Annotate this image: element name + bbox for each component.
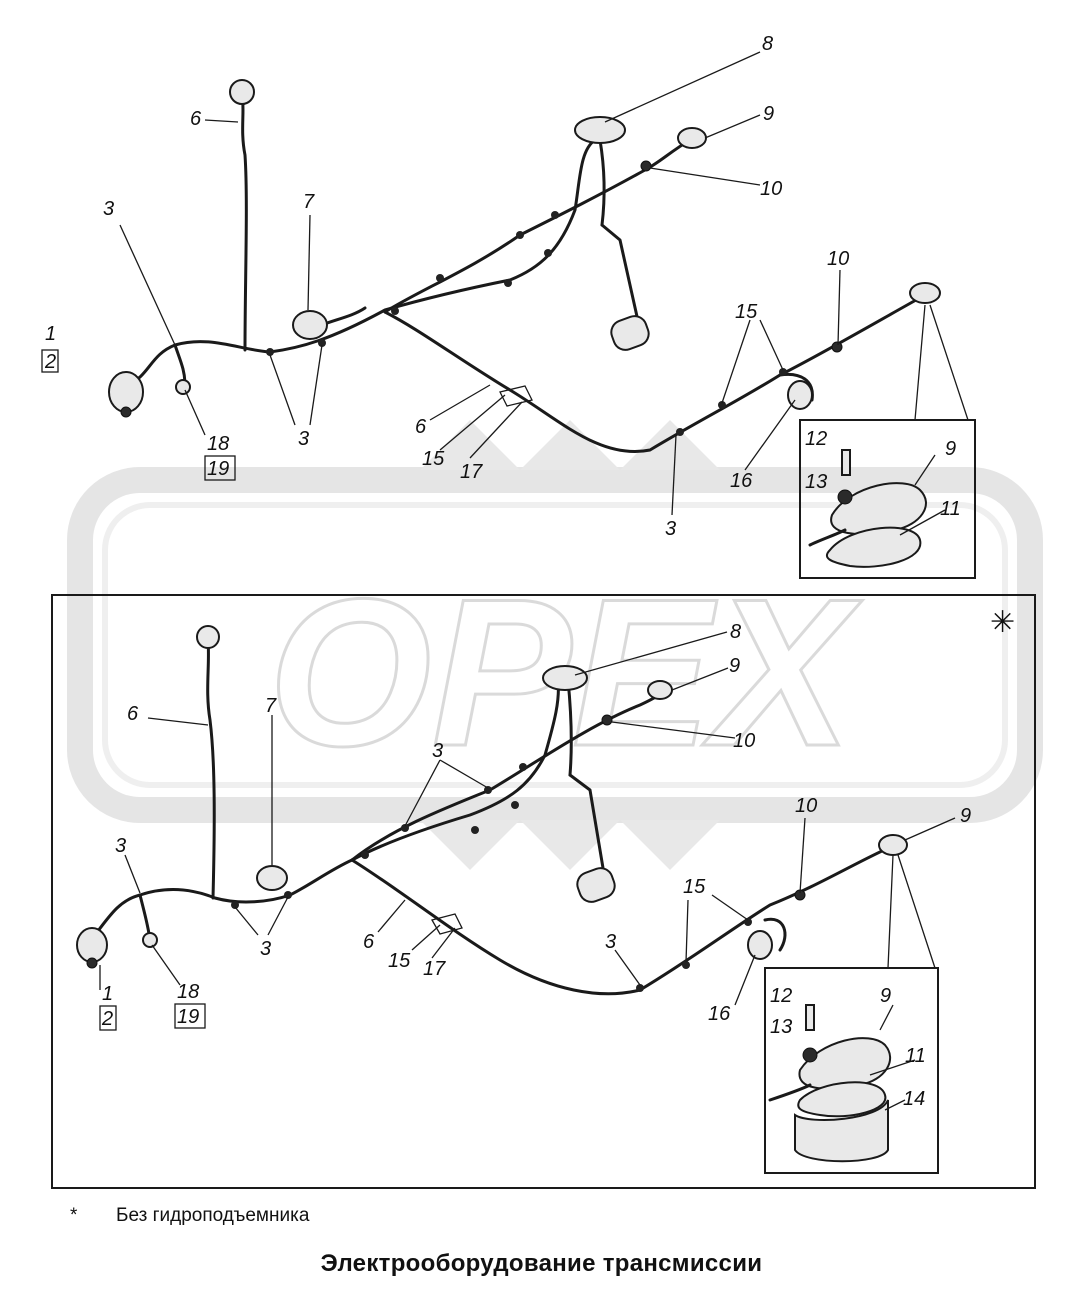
label-3-bottom-c: 3 [260,938,271,960]
label-15-b: 15 [735,301,758,323]
label-11: 11 [940,498,961,520]
speed-sensor-1 [108,371,144,413]
label-2-bottom: 2 [101,1008,113,1030]
sensor-16-b [747,930,773,960]
variant-mark: ✳ [990,606,1015,639]
label-17-bottom: 17 [423,958,446,980]
label-6-bottom-b: 6 [363,931,375,953]
label-16: 16 [730,470,753,492]
label-9: 9 [763,103,774,125]
connector-6-b [196,625,220,649]
label-9-b: 9 [945,438,956,460]
inset-bottom [764,967,939,1174]
label-12: 12 [805,428,827,450]
float-cylinder [610,315,650,351]
unit-8-b [542,665,588,691]
label-15-bottom: 15 [388,950,411,972]
label-3-c: 3 [665,518,676,540]
footnote-mark: * [70,1205,78,1226]
footnote: * Без гидроподъемника [70,1205,309,1227]
sensor-18-b [142,932,158,948]
label-10: 10 [760,178,782,200]
label-19: 19 [207,458,229,480]
label-6-bottom: 6 [127,703,139,725]
label-10-bottom: 10 [733,730,755,752]
label-10-b: 10 [827,248,849,270]
label-1: 1 [45,323,56,345]
label-13: 13 [805,471,827,493]
cap-9 [677,127,707,149]
label-3-b: 3 [298,428,309,450]
label-3-bottom: 3 [432,740,443,762]
label-17: 17 [460,461,483,483]
label-3-bottom-d: 3 [605,931,616,953]
label-11-bottom: 11 [905,1045,926,1067]
sensor-7-b [256,865,288,891]
inset-top [799,419,976,579]
label-14-bottom: 14 [903,1088,925,1110]
label-12-bottom: 12 [770,985,792,1007]
label-7-bottom: 7 [265,695,277,717]
label-16-bottom: 16 [708,1003,731,1025]
cap-9-right [909,282,941,304]
label-13-bottom: 13 [770,1016,792,1038]
float-cylinder-b [576,867,616,903]
sensor-18 [175,379,191,395]
label-8: 8 [762,33,773,55]
label-18: 18 [207,433,229,455]
connector-6 [229,79,255,105]
label-6-b: 6 [415,416,427,438]
label-2: 2 [44,351,56,373]
label-9-bottom-inset: 9 [880,985,891,1007]
speed-sensor-1-b [76,927,108,963]
label-15: 15 [422,448,445,470]
cap-9-right-b [878,834,908,856]
label-18-bottom: 18 [177,981,199,1003]
label-6: 6 [190,108,202,130]
label-9-bottom-b: 9 [960,805,971,827]
label-3-bottom-b: 3 [115,835,126,857]
cap-9-b [647,680,673,700]
top-assembly [108,79,976,579]
footnote-text: Без гидроподъемника [116,1205,310,1226]
bottom-assembly [76,625,939,1174]
label-15-bottom-b: 15 [683,876,706,898]
top-callouts: 8 9 10 6 3 7 1 2 18 19 3 6 15 17 3 15 10… [41,33,961,540]
variant-frame [51,594,1036,1189]
bottom-callouts: 8 9 10 6 7 3 3 10 9 15 3 6 3 15 17 1 2 1… [99,621,971,1111]
label-9-bottom: 9 [729,655,740,677]
unit-8 [574,116,626,144]
label-10-bottom-b: 10 [795,795,817,817]
label-19-bottom: 19 [177,1006,199,1028]
label-3: 3 [103,198,114,220]
label-1-bottom: 1 [102,983,113,1005]
label-8-bottom: 8 [730,621,741,643]
label-7: 7 [303,191,315,213]
page-title: Электрооборудование трансмиссии [320,1250,763,1277]
sensor-7 [292,310,328,340]
